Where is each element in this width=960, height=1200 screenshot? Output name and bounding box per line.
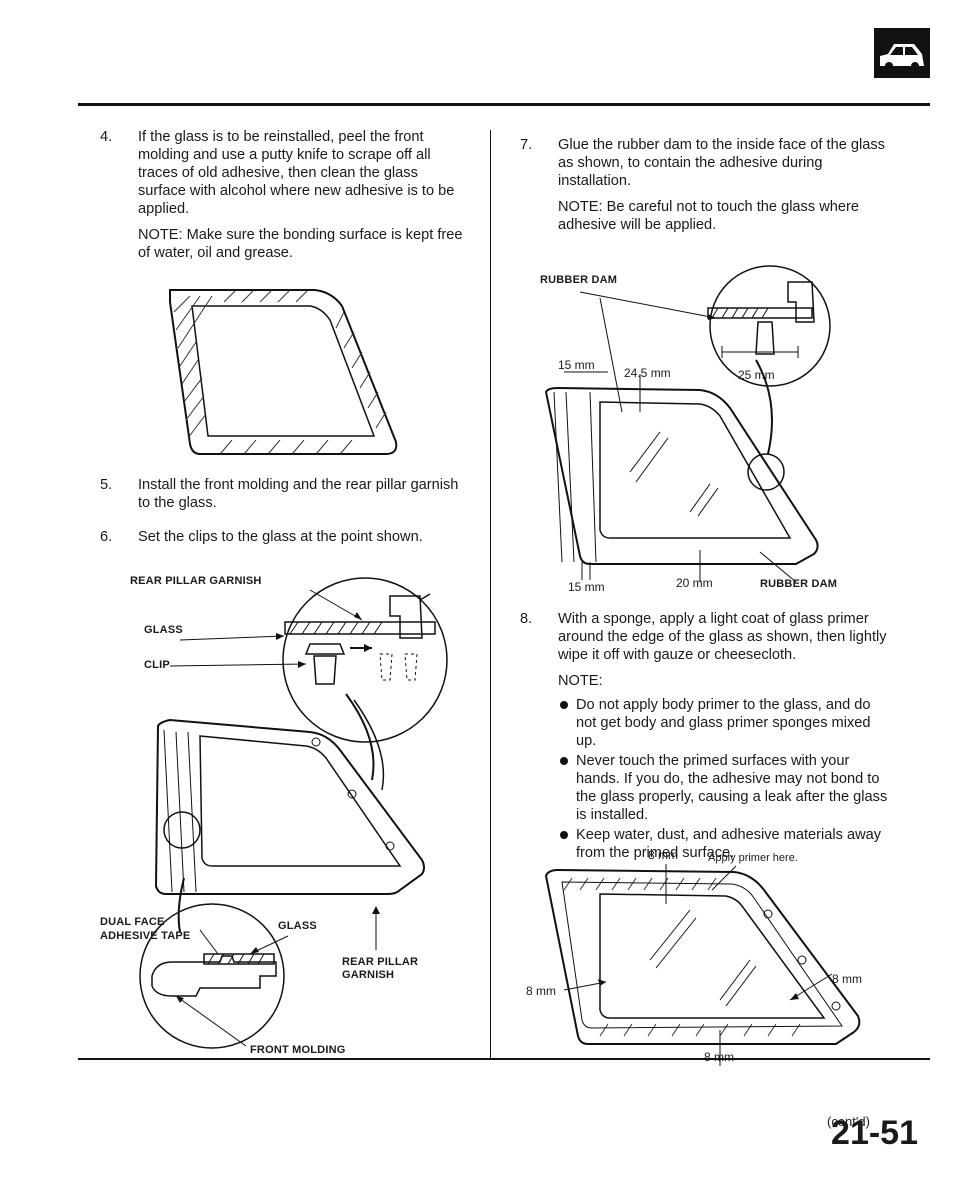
dim-8-right: 8 mm — [832, 972, 862, 986]
step-note: NOTE: Be careful not to touch the glass … — [558, 199, 859, 233]
label-apply-primer: Apply primer here. — [708, 852, 798, 864]
step-number: 4. — [100, 129, 113, 145]
dim-15-bottom: 15 mm — [568, 580, 605, 594]
column-divider — [490, 130, 491, 1058]
step-5: 5. Install the front molding and the rea… — [100, 476, 468, 512]
figure-primer: 8 mm Apply primer here. 8 mm 8 mm 8 mm — [526, 848, 880, 1070]
label-clip: CLIP — [144, 659, 170, 671]
step-text: If the glass is to be reinstalled, peel … — [138, 129, 455, 217]
figure-glass — [160, 282, 410, 458]
step-6: 6. Set the clips to the glass at the poi… — [100, 528, 468, 546]
label-glass-lower: GLASS — [278, 920, 317, 932]
step-text: With a sponge, apply a light coat of gla… — [558, 611, 887, 663]
step-number: 6. — [100, 529, 113, 545]
header-rule — [78, 103, 930, 106]
dim-8-top: 8 mm — [648, 848, 678, 862]
car-body-icon — [874, 28, 930, 78]
step-number: 5. — [100, 477, 113, 493]
step-4: 4. If the glass is to be reinstalled, pe… — [100, 128, 468, 262]
page-number: 21-51 — [831, 1114, 918, 1152]
figure-rubber-dam: RUBBER DAM 15 mm 24.5 mm 25 mm 15 mm 20 … — [540, 262, 900, 594]
label-glass: GLASS — [144, 624, 183, 636]
note-bullet: Do not apply body primer to the glass, a… — [558, 696, 890, 750]
step-7: 7. Glue the rubber dam to the inside fac… — [520, 136, 890, 234]
label-rear-pillar: REAR PILLAR — [342, 956, 419, 968]
dim-20: 20 mm — [676, 576, 713, 590]
label-rear-pillar-garnish: REAR PILLAR GARNISH — [130, 575, 262, 587]
figure-clips: REAR PILLAR GARNISH GLASS CLIP DUAL FACE… — [100, 560, 470, 1060]
continued-note: (cont'd) — [827, 1114, 870, 1129]
step-number: 7. — [520, 137, 533, 153]
dim-8-left: 8 mm — [526, 984, 556, 998]
step-text: Glue the rubber dam to the inside face o… — [558, 137, 885, 189]
label-dual-face: DUAL FACE — [100, 916, 165, 928]
dim-25: 25 mm — [738, 368, 775, 382]
note-bullet: Never touch the primed surfaces with you… — [558, 752, 890, 824]
step-note: NOTE: Make sure the bonding surface is k… — [138, 227, 463, 261]
label-garnish: GARNISH — [342, 969, 395, 981]
note-bullets: Do not apply body primer to the glass, a… — [558, 696, 890, 862]
note-bullet: Keep water, dust, and adhesive materials… — [558, 826, 890, 862]
step-text: Install the front molding and the rear p… — [138, 477, 459, 511]
step-8: 8. With a sponge, apply a light coat of … — [520, 610, 890, 864]
dim-15-top: 15 mm — [558, 358, 595, 372]
footer-rule — [78, 1058, 930, 1060]
step-number: 8. — [520, 611, 533, 627]
label-front-molding: FRONT MOLDING — [250, 1044, 346, 1056]
label-rubber-dam-top: RUBBER DAM — [540, 274, 618, 286]
dim-24-5: 24.5 mm — [624, 366, 671, 380]
step-text: Set the clips to the glass at the point … — [138, 529, 423, 545]
label-adhesive-tape: ADHESIVE TAPE — [100, 930, 191, 942]
label-rubber-dam-bottom: RUBBER DAM — [760, 578, 838, 590]
step-note: NOTE: — [558, 673, 603, 689]
dim-8-bottom: 8 mm — [704, 1050, 734, 1064]
